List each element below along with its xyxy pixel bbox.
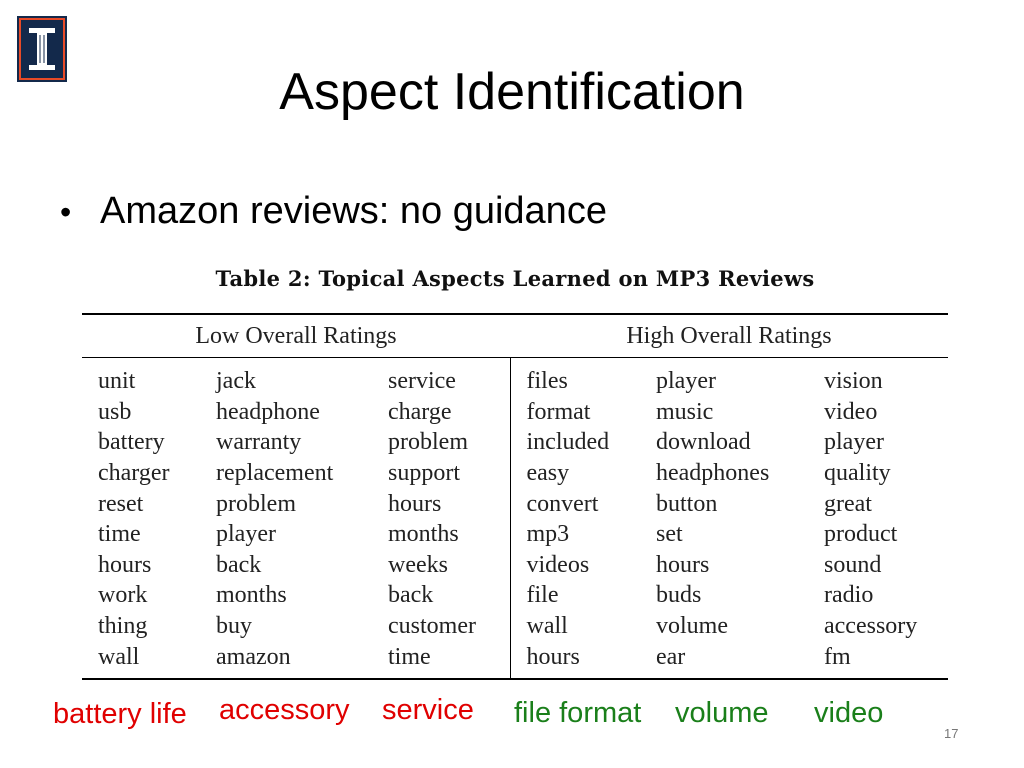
page-number: 17 (944, 726, 959, 741)
table-cell: file (526, 582, 559, 609)
table-cell: accessory (824, 613, 918, 640)
bullet-dot-icon: • (60, 194, 72, 230)
table-cell: player (216, 521, 276, 548)
table-row: wall amazon time hours ear fm (82, 641, 948, 679)
table-cell: mp3 (526, 521, 570, 548)
table-cell: fm (824, 643, 851, 670)
table-row: thing buy customer wall volume accessory (82, 610, 948, 642)
bullet-point: • Amazon reviews: no guidance (60, 190, 607, 233)
table-cell: button (656, 490, 718, 517)
university-logo-icon (17, 16, 67, 82)
table-cell: warranty (216, 429, 302, 456)
table-cell: service (372, 357, 511, 397)
table-cell: usb (98, 398, 132, 425)
table-cell: unit (98, 368, 136, 395)
bullet-text: Amazon reviews: no guidance (100, 190, 607, 232)
low-ratings-header: Low Overall Ratings (195, 322, 397, 349)
table-row: usb headphone charge format music video (82, 396, 948, 428)
table-cell: time (98, 521, 141, 548)
aspect-label: video (814, 697, 884, 729)
table-cell: great (824, 490, 872, 517)
table-cell: back (372, 580, 511, 611)
table-cell: sound (824, 551, 882, 578)
table-row: unit jack service files player vision (82, 357, 948, 397)
aspect-label: volume (675, 697, 769, 729)
table-cell: buds (656, 582, 702, 609)
table-cell: headphone (216, 398, 320, 425)
table-row: work months back file buds radio (82, 580, 948, 611)
slide-title: Aspect Identification (279, 63, 745, 121)
table-cell: back (216, 551, 262, 578)
table-row: battery warranty problem included download pl… (82, 427, 948, 458)
table-cell: download (656, 429, 751, 456)
high-ratings-header: High Overall Ratings (626, 322, 832, 349)
table-cell: work (98, 582, 148, 609)
table-cell: player (824, 429, 884, 456)
table-cell: amazon (216, 643, 291, 670)
table-cell: reset (98, 490, 144, 517)
table-cell: volume (656, 613, 728, 640)
table-body: unit jack service files player vision usb headp… (82, 357, 948, 679)
table-cell: product (824, 521, 898, 548)
table-row: hours back weeks videos hours sound (82, 549, 948, 581)
table-cell: battery (98, 429, 165, 456)
table-cell: hours (656, 551, 710, 578)
table-cell: months (372, 518, 511, 550)
table-cell: format (526, 398, 591, 425)
table-cell: ear (656, 643, 686, 670)
table-cell: player (656, 368, 716, 395)
table-cell: music (656, 398, 714, 425)
table-cell: jack (216, 368, 256, 395)
table-cell: problem (372, 427, 511, 458)
aspect-label: battery life (53, 698, 187, 730)
table-cell: quality (824, 460, 891, 487)
table-cell: charger (98, 460, 170, 487)
table-cell: files (526, 368, 568, 395)
table-cell: support (372, 457, 511, 489)
aspect-label: accessory (219, 694, 350, 726)
table-cell: radio (824, 582, 874, 609)
table-cell: customer (372, 610, 511, 642)
aspect-table: Low Overall Ratings High Overall Ratings… (82, 313, 948, 680)
table-cell: set (656, 521, 683, 548)
table-cell: time (372, 641, 511, 679)
table-cell: videos (526, 551, 590, 578)
table-cell: weeks (372, 549, 511, 581)
table-cell: easy (526, 460, 570, 487)
table-row: reset problem hours convert button great (82, 488, 948, 519)
table-cell: wall (526, 613, 568, 640)
aspect-label: file format (514, 697, 642, 729)
table-header-row: Low Overall Ratings High Overall Ratings (82, 314, 948, 358)
aspect-label: service (382, 694, 474, 726)
table-cell: headphones (656, 460, 770, 487)
table-caption: Table 2: Topical Aspects Learned on MP3 … (215, 266, 815, 291)
table-row: charger replacement support easy headphones q… (82, 457, 948, 489)
table-cell: thing (98, 613, 148, 640)
table-cell: hours (372, 488, 511, 519)
table-cell: hours (98, 551, 152, 578)
table-cell: replacement (216, 460, 334, 487)
table-cell: convert (526, 490, 599, 517)
table-cell: wall (98, 643, 140, 670)
table-cell: included (526, 429, 610, 456)
table-cell: charge (372, 396, 511, 428)
table-cell: hours (526, 643, 580, 670)
table-cell: buy (216, 613, 252, 640)
table-cell: problem (216, 490, 296, 517)
table-cell: video (824, 398, 878, 425)
table-row: time player months mp3 set product (82, 518, 948, 550)
table-cell: months (216, 582, 287, 609)
table-cell: vision (824, 368, 883, 395)
